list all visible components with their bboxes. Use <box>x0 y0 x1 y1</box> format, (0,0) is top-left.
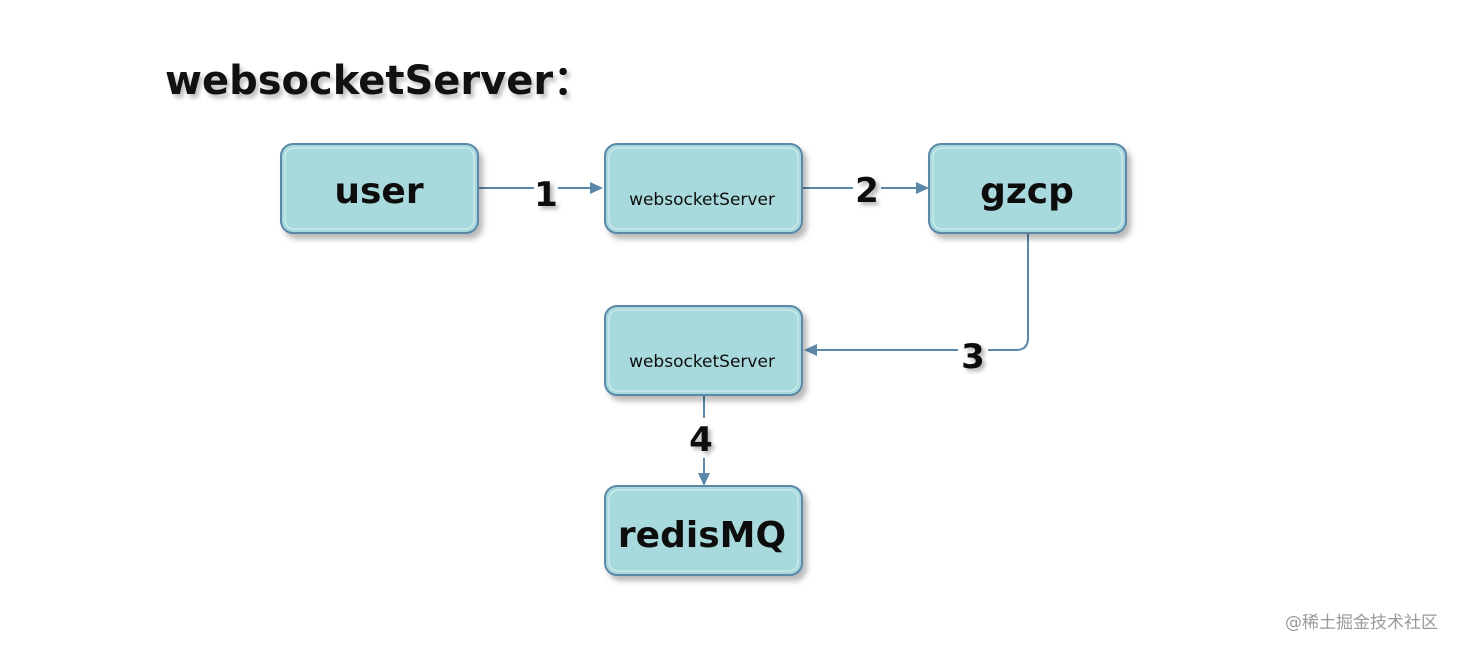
node-redis-mq-label: redisMQ <box>618 515 786 556</box>
node-websocket-server-2: websocketServer <box>604 305 803 396</box>
diagram-title: websocketServer： <box>165 58 594 104</box>
node-websocket-server-1-label: websocketServer <box>629 190 775 210</box>
edge-label-3: 3 <box>958 334 988 377</box>
edge-label-2: 2 <box>853 168 881 211</box>
svg-text:4: 4 <box>689 420 713 460</box>
node-websocket-server-2-label: websocketServer <box>629 352 775 372</box>
svg-text:2: 2 <box>855 171 879 211</box>
node-redis-mq: redisMQ <box>604 485 803 576</box>
node-websocket-server-1: websocketServer <box>604 143 803 234</box>
edge-label-4: 4 <box>686 418 718 460</box>
edge-label-1: 1 <box>534 172 558 215</box>
watermark: @稀土掘金技术社区 <box>1285 613 1438 633</box>
svg-text:3: 3 <box>961 337 985 377</box>
edge-3 <box>804 233 1029 356</box>
svg-text:1: 1 <box>534 175 558 215</box>
node-user: user <box>280 143 479 234</box>
node-gzcp-label: gzcp <box>980 171 1074 212</box>
node-user-label: user <box>334 171 423 212</box>
node-gzcp: gzcp <box>928 143 1127 234</box>
